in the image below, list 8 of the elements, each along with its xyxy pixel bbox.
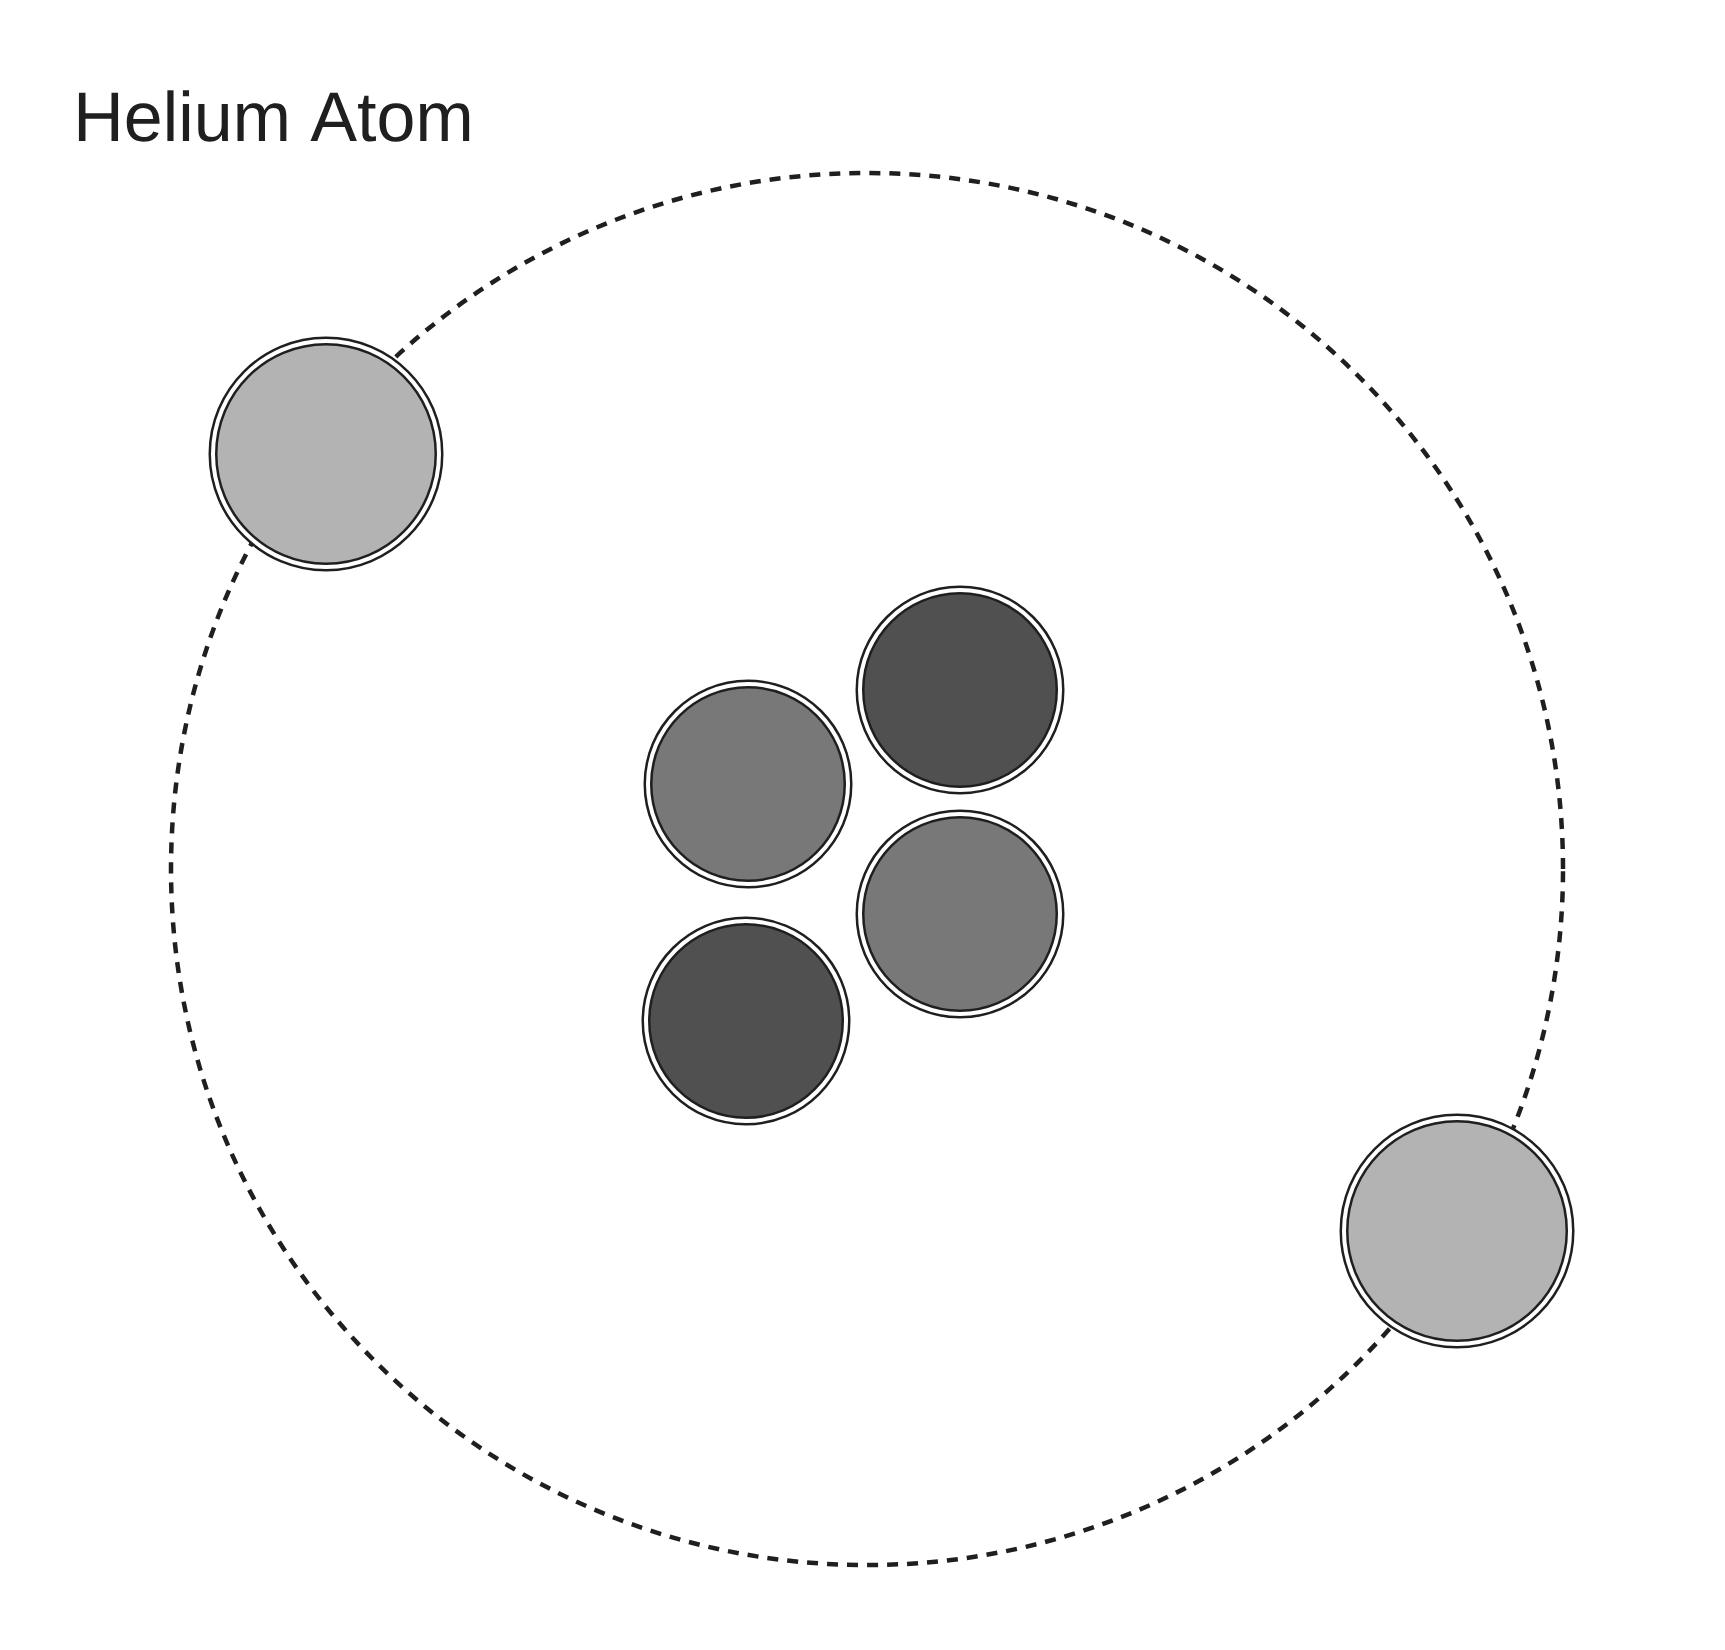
- title: Helium Atom: [78, 90, 470, 142]
- orbit-circle: [168, 170, 1566, 1568]
- nucleon-circle: [643, 679, 853, 889]
- nucleon-circle: [855, 585, 1065, 795]
- electron-circle: [1339, 1113, 1575, 1349]
- nucleon-circle: [855, 809, 1065, 1019]
- electron-circle: [208, 336, 444, 572]
- nucleon-circle: [641, 916, 851, 1126]
